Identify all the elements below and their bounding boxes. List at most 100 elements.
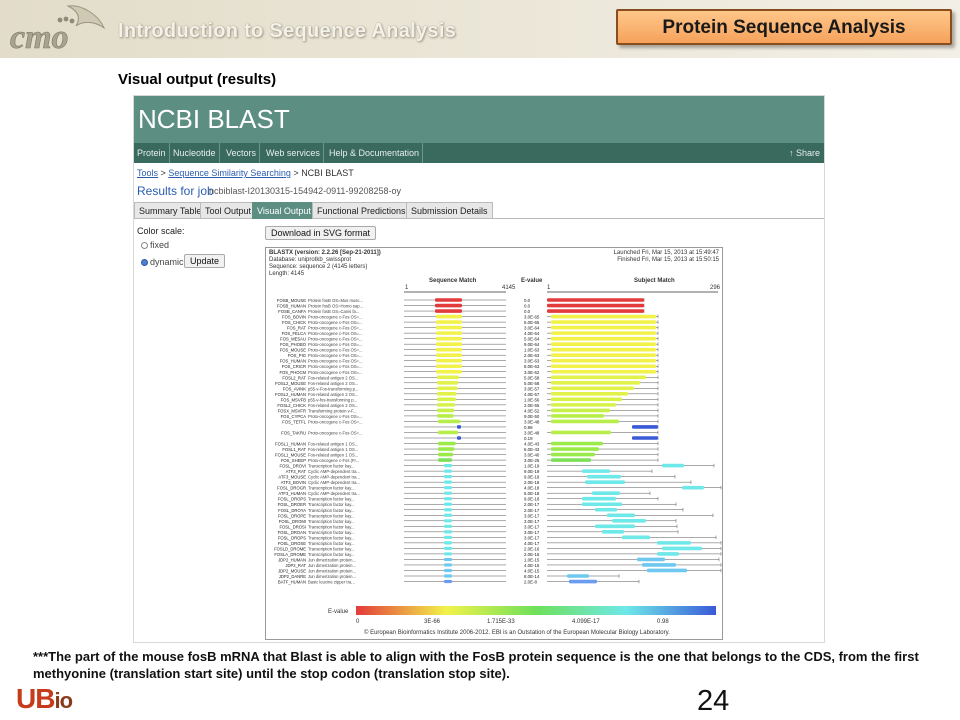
hit-id-22: FOS_TETFL [282,419,306,424]
hit-id-50: JDP2_DANRE [279,574,306,579]
update-button[interactable]: Update [184,254,226,268]
query-segment-36 [444,497,452,501]
tab-visual-output[interactable]: Visual Output [252,202,316,219]
subject-segment-51 [569,579,597,584]
query-segment-40 [444,519,452,523]
hit-desc-29: Proto-oncogene c-Fos (Fr... [308,458,359,463]
query-segment-22 [438,419,461,424]
hit-id-27: FOSL1_RAT [282,447,306,452]
footnote: ***The part of the mouse fosB mRNA that … [33,649,919,681]
query-segment-38 [444,508,452,512]
query-segment-29 [438,458,452,462]
hit-evalue-50: 8.0E-14 [524,574,540,579]
query-segment-19 [437,403,455,407]
hit-evalue-4: 5.0E-65 [524,320,540,325]
share-link[interactable]: ↑ Share [788,148,820,158]
hit-evalue-1: 0.0 [524,304,531,309]
hit-id-30: FOSL_DROVI [279,464,306,469]
hit-desc-31: Cyclic AMP-dependent tra... [308,469,360,474]
tab-tool-output[interactable]: Tool Output [200,202,257,219]
hit-id-29: FOS_SHEEP [281,458,306,463]
hit-id-45: FOSLD_DROME [274,546,306,551]
query-segment-26 [438,441,456,446]
hit-evalue-25: 0.19 [524,436,533,441]
hit-desc-50: Jun dimerization protein... [308,574,356,579]
hit-desc-5: Proto-oncogene c-Fos OS=... [308,326,363,331]
hit-id-51: BATF_HUMAN [278,580,306,585]
hit-evalue-42: 3.0E-17 [524,530,540,535]
radio-off-icon [141,242,148,249]
subject-segment-12 [551,364,656,369]
nav-nucleotide[interactable]: Nucleotide [170,143,220,163]
hit-id-41: FOSL_DROSI [279,524,306,529]
radio-fixed[interactable]: fixed [141,240,169,250]
hit-id-12: FOS_CRICR [282,364,306,369]
hit-evalue-22: 3.0E-48 [524,419,540,424]
hit-evalue-10: 2.0E-63 [524,353,540,358]
query-segment-17 [437,392,457,396]
hit-desc-2: Protein fosB OS=Canis fa... [308,309,359,314]
subject-segment-21 [551,414,604,418]
breadcrumb-tools[interactable]: Tools [137,168,159,178]
tab-functional-predictions[interactable]: Functional Predictions [312,202,411,219]
nav-help-documentation[interactable]: Help & Documentation [326,143,424,163]
blast-visual-panel: BLASTX (version: 2.2.26 [Sep-21-2011]) D… [265,247,723,640]
subject-segment-27 [551,447,599,451]
query-segment-46 [444,552,452,556]
nav-web-services[interactable]: Web services [263,143,324,163]
hit-evalue-41: 3.0E-17 [524,524,540,529]
hit-evalue-45: 2.0E-16 [524,546,540,551]
hit-desc-44: Transcription factor kay... [308,541,355,546]
finished-time: Finished Fri, Mar 15, 2013 at 15:50:15 [617,257,719,263]
query-segment-13 [436,369,462,374]
query-segment-1 [435,303,462,308]
evalue-tick-0: 0 [356,619,360,625]
subject-segment-18 [551,397,622,402]
slide-subtitle: Visual output (results) [118,71,277,88]
hit-desc-33: Cyclic AMP-dependent tra... [308,480,360,485]
hit-desc-21: Proto-oncogene c-Fos OS=... [308,414,363,419]
query-segment-12 [436,364,462,369]
hit-desc-16: p55-v-Fos-transforming p... [308,386,359,391]
query-segment-23 [457,425,461,429]
subject-segment-43 [622,535,650,540]
hit-desc-28: Fos-related antigen 1 OS... [308,453,358,458]
query-segment-44 [444,541,452,545]
hit-id-24: FOS_TAKRU [281,430,306,435]
hit-evalue-27: 6.0E-43 [524,447,540,452]
ncbi-nav-bar: Protein Nucleotide Vectors Web services … [134,143,824,163]
hit-id-10: FOS_PIG [288,353,306,358]
hit-evalue-13: 3.0E-62 [524,370,540,375]
subject-segment-36 [582,496,616,501]
subject-segment-4 [551,320,656,324]
evalue-tick-1: 3E-66 [424,619,441,625]
nav-protein[interactable]: Protein [134,143,170,163]
ncbi-blast-screenshot: NCBI BLAST Protein Nucleotide Vectors We… [133,95,825,643]
download-svg-button[interactable]: Download in SVG format [265,226,377,240]
svg-text:cmo: cmo [10,19,69,56]
hit-id-39: FOSL_DROPE [278,513,306,518]
hit-desc-3: Proto-oncogene c-Fos OS=... [308,315,363,320]
query-segment-15 [437,381,459,385]
evalue-tick-4: 0.98 [657,619,669,625]
breadcrumb-sss[interactable]: Sequence Similarity Searching [168,168,291,178]
tab-summary-table[interactable]: Summary Table [134,202,207,219]
radio-dynamic[interactable]: dynamic [141,257,184,267]
subject-segment-11 [551,358,656,363]
hit-id-26: FOSL1_HUMAN [275,442,306,447]
hit-evalue-47: 1.0E-15 [524,557,540,562]
hit-desc-30: Transcription factor kay... [308,464,355,469]
page-number: 24 [697,685,730,717]
nav-vectors[interactable]: Vectors [223,143,261,163]
query-segment-28 [438,452,454,457]
hit-evalue-28: 3.0E-40 [524,453,540,458]
hit-id-11: FOS_HUMAN [280,359,306,364]
subject-segment-32 [587,474,621,479]
query-segment-39 [444,513,452,517]
hit-evalue-21: 9.0E-50 [524,414,540,419]
query-segment-21 [437,414,454,418]
query-segment-34 [444,486,452,490]
subject-segment-28 [551,452,595,457]
hit-desc-19: Fos-related antigen 2 OS... [308,403,358,408]
tab-submission-details[interactable]: Submission Details [406,202,493,219]
